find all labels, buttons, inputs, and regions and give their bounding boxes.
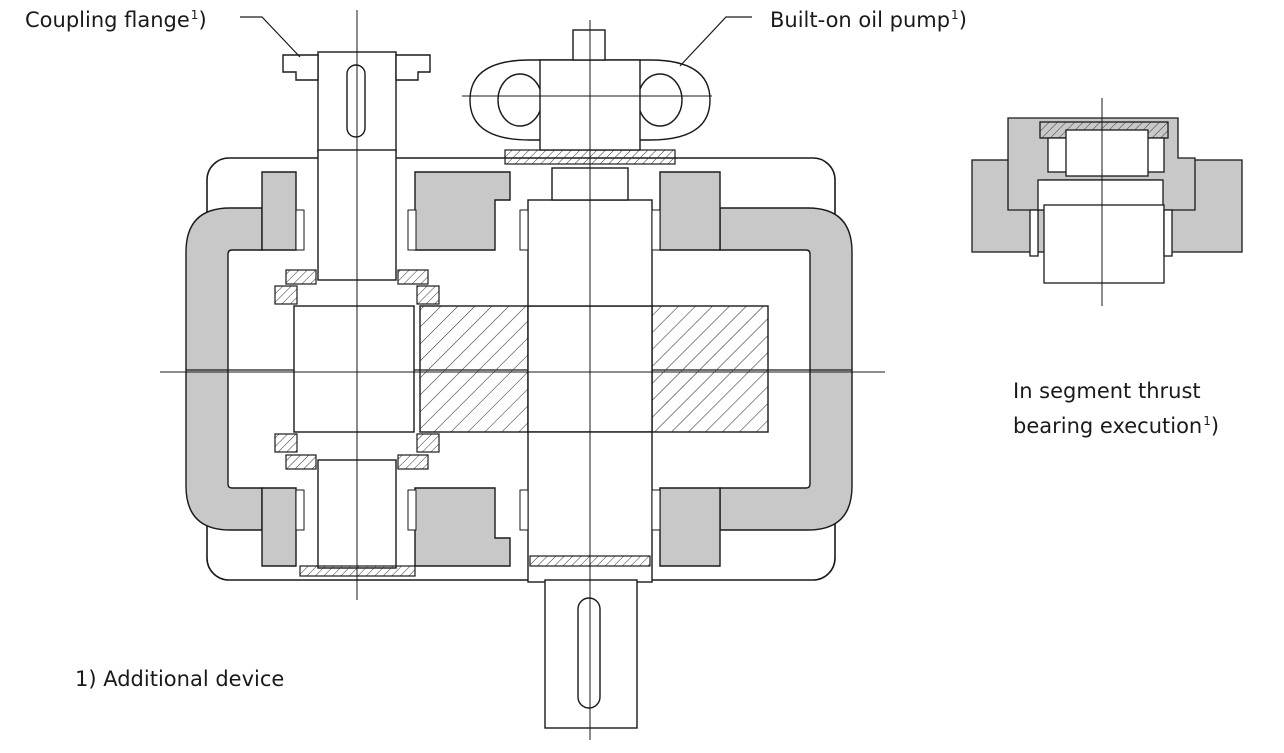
pinion: [293, 305, 415, 433]
label-oil-pump-text: Built-on oil pump: [770, 8, 951, 32]
label-segment-line2-sup: 1: [1203, 414, 1211, 428]
label-coupling-flange-sup: 1: [190, 8, 199, 22]
label-coupling-flange-close: ): [198, 8, 207, 32]
segment-bearing-inset: [971, 98, 1243, 306]
input-bearings: [274, 269, 440, 470]
coupling-flange: [282, 54, 431, 81]
label-segment-line1: In segment thrust: [1013, 379, 1201, 403]
gear-wheel: [419, 305, 769, 433]
label-oil-pump: Built-on oil pump1): [770, 9, 967, 31]
housing-walls: [185, 171, 853, 567]
center-lines: [160, 10, 885, 740]
label-oil-pump-close: ): [958, 8, 967, 32]
label-segment-line2-close: ): [1210, 414, 1220, 438]
label-oil-pump-sup: 1: [951, 8, 959, 22]
leader-lines: [240, 16, 752, 67]
label-coupling-flange: Coupling flange1): [25, 9, 207, 31]
label-coupling-flange-text: Coupling flange: [25, 8, 190, 32]
label-segment-line2: bearing execution1): [1013, 406, 1220, 438]
label-segment-bearing: In segment thrust bearing execution1): [1013, 376, 1220, 438]
label-segment-line2-text: bearing execution: [1013, 414, 1203, 438]
seal-strips: [295, 209, 661, 531]
footnote-additional-device: 1) Additional device: [75, 667, 285, 691]
